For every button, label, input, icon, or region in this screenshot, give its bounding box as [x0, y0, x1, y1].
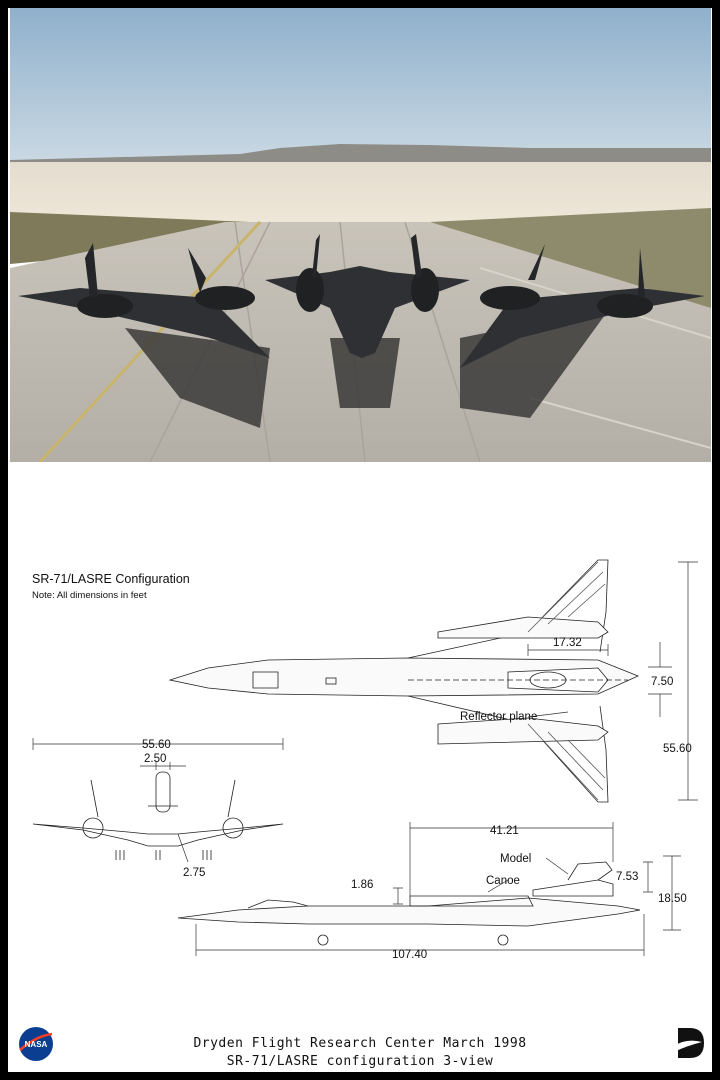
- front-view: [32, 771, 284, 860]
- dim-canoe-height: 1.86: [351, 879, 373, 891]
- dim-span-top: 55.60: [663, 743, 692, 755]
- dim-model-height-front: 2.75: [183, 867, 205, 879]
- three-view-drawing: SR-71/LASRE Configuration Note: All dime…: [8, 462, 712, 1072]
- poster: SR-71/LASRE Configuration Note: All dime…: [8, 8, 712, 1072]
- footer-line-1: Dryden Flight Research Center March 1998: [193, 1036, 527, 1051]
- label-model: Model: [500, 853, 531, 865]
- dimension-note: Note: All dimensions in feet: [32, 590, 147, 601]
- dim-model-position: 41.21: [490, 825, 519, 837]
- label-canoe: Canoe: [486, 875, 520, 887]
- dim-model-length: 17.32: [553, 637, 582, 649]
- dim-model-width-top: 7.50: [651, 676, 673, 688]
- dim-total-height: 18.50: [658, 893, 687, 905]
- dim-overall-length: 107.40: [392, 949, 427, 961]
- label-reflector-plane: Reflector plane: [460, 711, 537, 723]
- footer-line-2: SR-71/LASRE configuration 3-view: [226, 1054, 494, 1069]
- nasa-logo: NASA: [19, 1027, 53, 1061]
- dim-span-front: 55.60: [142, 739, 171, 751]
- dim-model-width-front: 2.50: [144, 753, 166, 765]
- side-view: [177, 861, 641, 946]
- top-view: [168, 559, 640, 803]
- nasa-logo-text: NASA: [25, 1040, 48, 1049]
- aircraft-photo: [10, 8, 711, 462]
- dimension-lines: [32, 561, 698, 956]
- dryden-logo: [674, 1028, 704, 1058]
- dim-model-height-side: 7.53: [616, 871, 638, 883]
- configuration-title: SR-71/LASRE Configuration: [32, 572, 190, 586]
